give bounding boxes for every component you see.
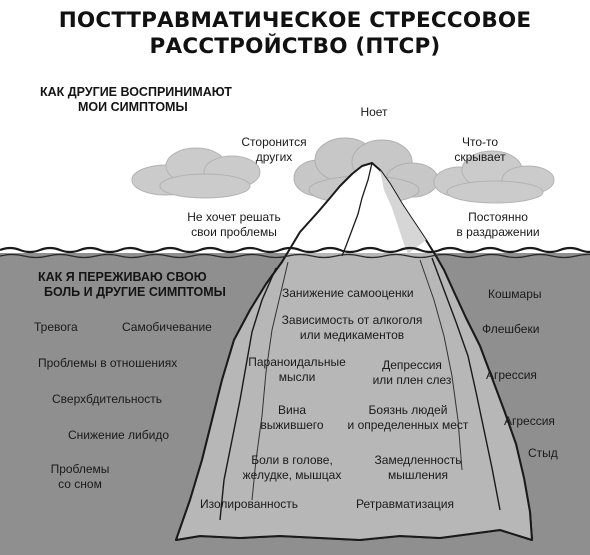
label-paranoid-thoughts-line-1: Параноидальные <box>248 355 346 369</box>
below-water-heading-line-2: БОЛЬ И ДРУГИЕ СИМПТОМЫ <box>44 285 226 299</box>
label-body-pain-line-1: Боли в голове, <box>251 453 333 467</box>
page-title-line-1: ПОСТТРАВМАТИЧЕСКОЕ СТРЕССОВОЕ <box>58 8 532 33</box>
label-survivor-guilt-line-2: выжившего <box>260 418 324 432</box>
label-retraumatization: Ретравматизация <box>356 497 454 511</box>
above-water-heading-line-2: МОИ СИМПТОМЫ <box>78 100 188 114</box>
label-isolation: Изолированность <box>200 497 299 511</box>
label-hides-something: Что-то скрывает <box>448 135 512 165</box>
cloud-right <box>433 150 555 204</box>
iceberg-fold-line-left <box>219 267 277 521</box>
waterline <box>0 246 590 254</box>
label-fear-of-people-line-2: и определенных мест <box>347 418 469 432</box>
label-fear-of-people-line-1: Боязнь людей <box>368 403 448 417</box>
label-avoids-others-line-1: Сторонится <box>241 135 307 149</box>
label-always-irritated: Постоянно в раздражении <box>446 210 550 240</box>
label-slow-thinking: Замедленность мышления <box>362 453 474 483</box>
below-water-heading: КАК Я ПЕРЕЖИВАЮ СВОЮ БОЛЬ И ДРУГИЕ СИМПТ… <box>38 270 226 300</box>
label-body-pain: Боли в голове, желудке, мышцах <box>232 453 352 483</box>
cloud-left <box>131 147 261 199</box>
above-water-heading-line-1: КАК ДРУГИЕ ВОСПРИНИМАЮТ <box>40 85 232 99</box>
label-whines: Ноет <box>360 105 388 119</box>
label-aggression-2: Агрессия <box>504 414 555 428</box>
label-hypervigilance: Сверхбдительность <box>52 392 162 406</box>
label-survivor-guilt-line-1: Вина <box>277 403 306 417</box>
label-shame: Стыд <box>528 446 558 460</box>
iceberg-submerged-shading <box>175 253 533 541</box>
label-avoids-others: Сторонится других <box>232 135 316 165</box>
label-paranoid-thoughts-line-2: мысли <box>278 370 316 384</box>
label-wont-solve-problems-line-2: свои проблемы <box>191 225 277 239</box>
label-paranoid-thoughts: Параноидальные мысли <box>240 355 354 385</box>
label-relationship-problems: Проблемы в отношениях <box>38 356 178 370</box>
label-flashbacks: Флешбеки <box>482 322 540 336</box>
below-water-heading-line-1: КАК Я ПЕРЕЖИВАЮ СВОЮ <box>38 270 207 284</box>
label-aggression-1: Агрессия <box>486 368 537 382</box>
label-depression: Депрессия или плен слез <box>360 358 464 388</box>
label-always-irritated-line-1: Постоянно <box>468 210 528 224</box>
iceberg-fold-line-right <box>431 257 501 511</box>
label-substance-dependence: Зависимость от алкоголя или медикаментов <box>268 313 436 343</box>
label-body-pain-line-2: желудке, мышцах <box>242 468 342 482</box>
label-sleep-problems-line-1: Проблемы <box>50 462 110 476</box>
label-hides-something-line-1: Что-то <box>461 135 499 149</box>
iceberg-peak-shadow <box>380 170 426 254</box>
label-depression-line-1: Депрессия <box>382 358 442 372</box>
label-slow-thinking-line-1: Замедленность <box>374 453 462 467</box>
label-survivor-guilt: Вина выжившего <box>250 403 334 433</box>
label-low-self-esteem: Занижение самооценки <box>282 286 414 300</box>
label-self-flagellation: Самобичевание <box>122 320 212 334</box>
label-fear-of-people: Боязнь людей и определенных мест <box>338 403 478 433</box>
label-avoids-others-line-2: других <box>255 150 293 164</box>
label-low-libido: Снижение либидо <box>68 428 169 442</box>
label-substance-dependence-line-2: или медикаментов <box>299 328 405 342</box>
above-water-heading: КАК ДРУГИЕ ВОСПРИНИМАЮТ МОИ СИМПТОМЫ <box>40 85 232 115</box>
iceberg-fold-line-left-2 <box>251 261 289 501</box>
label-substance-dependence-line-1: Зависимость от алкоголя <box>281 313 423 327</box>
page-title-line-2: РАССТРОЙСТВО (ПТСР) <box>149 34 441 59</box>
label-sleep-problems: Проблемы со сном <box>48 462 112 492</box>
label-nightmares: Кошмары <box>488 287 542 301</box>
label-depression-line-2: или плен слез <box>372 373 452 387</box>
label-wont-solve-problems-line-1: Не хочет решать <box>187 210 281 224</box>
iceberg-fold-line-right-2 <box>419 259 463 471</box>
label-wont-solve-problems: Не хочет решать свои проблемы <box>182 210 286 240</box>
label-slow-thinking-line-2: мышления <box>387 468 448 482</box>
label-always-irritated-line-2: в раздражении <box>456 225 540 239</box>
waterline-lower <box>0 253 590 259</box>
iceberg-peak-ridge <box>341 162 373 257</box>
label-sleep-problems-line-2: со сном <box>58 477 102 491</box>
label-anxiety: Тревога <box>34 320 78 334</box>
label-hides-something-line-2: скрывает <box>454 150 506 164</box>
